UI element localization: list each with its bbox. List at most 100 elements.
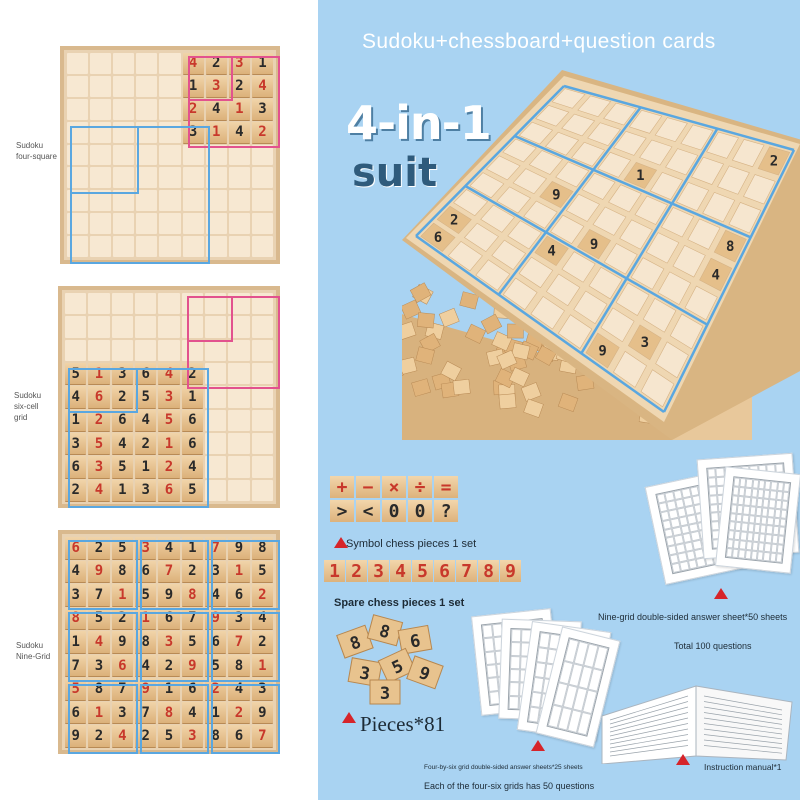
piece-digit: 8 [94, 681, 104, 698]
big-board-cell [619, 219, 653, 250]
board-piece: 2 [65, 479, 87, 501]
big-board-piece [585, 332, 620, 369]
empty-cell [158, 339, 180, 361]
board-piece: 8 [205, 725, 227, 747]
big-board-cell [571, 141, 606, 167]
drawer-piece [402, 356, 418, 375]
board-piece: 5 [65, 363, 87, 385]
board-piece: 1 [181, 537, 203, 559]
empty-cell [67, 144, 89, 166]
piece-digit: 2 [258, 586, 267, 603]
big-board-piece [577, 228, 612, 260]
empty-cell [205, 213, 227, 235]
piece-digit: 8 [211, 728, 220, 745]
empty-cell [251, 213, 273, 235]
big-board-cell [687, 218, 721, 250]
piece-digit: 2 [71, 482, 80, 499]
pieces-caption: Pieces*81 [360, 712, 446, 736]
piece-digit: 1 [71, 633, 80, 650]
piece-digit: 4 [141, 412, 150, 429]
board-piece: 3 [205, 560, 227, 583]
symbol-piece: 8 [478, 560, 499, 582]
piece-digit: 6 [188, 435, 197, 452]
big-board-cell [600, 307, 635, 343]
empty-cell [205, 144, 227, 166]
big-board-cell [545, 273, 581, 307]
empty-cell [88, 293, 110, 315]
product-title: Sudoku+chessboard+question cards [362, 30, 716, 53]
empty-cell [205, 293, 227, 315]
board-piece: 6 [135, 560, 157, 583]
piece-digit: 2 [94, 412, 104, 429]
board-piece: 2 [228, 75, 250, 97]
empty-cell [136, 213, 158, 235]
empty-cell [88, 316, 110, 338]
piece-digit: 2 [258, 633, 267, 650]
big-board-cell [613, 350, 647, 388]
svg-text:6: 6 [409, 631, 423, 652]
drawer-piece [510, 342, 531, 361]
symbol-piece: 2 [346, 560, 367, 582]
piece-digit: 6 [141, 365, 150, 382]
empty-cell [67, 190, 89, 212]
big-board-cell [555, 161, 590, 188]
empty-cell [65, 339, 87, 361]
board-piece: 4 [158, 537, 180, 559]
empty-cell [182, 144, 204, 166]
pile-piece: 9 [406, 655, 444, 690]
piece-digit: 4 [235, 124, 244, 141]
piece-digit: 9 [141, 681, 150, 698]
board-piece: 7 [88, 584, 110, 606]
empty-cell [159, 53, 181, 74]
board-piece: 4 [111, 725, 133, 747]
piece-digit: 7 [164, 563, 174, 580]
symbol-piece: + [330, 476, 354, 498]
board-piece: 2 [111, 607, 133, 630]
piece-digit: 2 [188, 101, 198, 118]
board-piece: 2 [251, 584, 273, 606]
drawer-piece [411, 378, 432, 397]
piece-digit: 2 [258, 124, 267, 141]
piece-digit: 2 [211, 55, 221, 72]
piece-digit: 9 [211, 610, 220, 627]
board-piece: 7 [251, 725, 273, 747]
empty-cell [113, 236, 135, 257]
empty-cell [205, 456, 227, 478]
big-board-box-line [580, 128, 719, 354]
svg-text:3: 3 [380, 684, 390, 704]
symbol-piece: 5 [412, 560, 433, 582]
empty-cell [88, 339, 110, 361]
piece-digit: 4 [94, 633, 104, 650]
board-piece: 6 [111, 654, 133, 677]
piece-digit: 5 [188, 482, 197, 499]
empty-cell [67, 213, 89, 235]
board-piece: 5 [88, 607, 110, 630]
big-board-cell [502, 138, 537, 163]
empty-cell [90, 190, 112, 212]
board-piece: 7 [228, 631, 250, 653]
piece-digit: 8 [164, 704, 174, 721]
drawer-piece [534, 345, 557, 366]
drawer-piece [452, 378, 471, 396]
big-board-cell [447, 241, 483, 272]
empty-cell [251, 363, 273, 385]
piece-digit: 4 [164, 365, 174, 382]
empty-cell [90, 53, 112, 74]
board-piece: 8 [65, 607, 87, 630]
board-piece: 2 [135, 725, 157, 747]
piece-digit: 7 [188, 610, 197, 627]
empty-cell [205, 363, 227, 385]
big-board-cell [657, 271, 692, 306]
symbol-piece: ÷ [408, 476, 432, 498]
manual-text-line [703, 717, 783, 730]
piece-digit: 5 [118, 539, 127, 556]
big-board-cell [464, 222, 499, 253]
piece-digit: 6 [164, 610, 174, 627]
empty-cell [67, 236, 89, 257]
manual-text-line [609, 745, 689, 757]
empty-cell [251, 190, 273, 212]
big-board-box-line [497, 106, 642, 296]
